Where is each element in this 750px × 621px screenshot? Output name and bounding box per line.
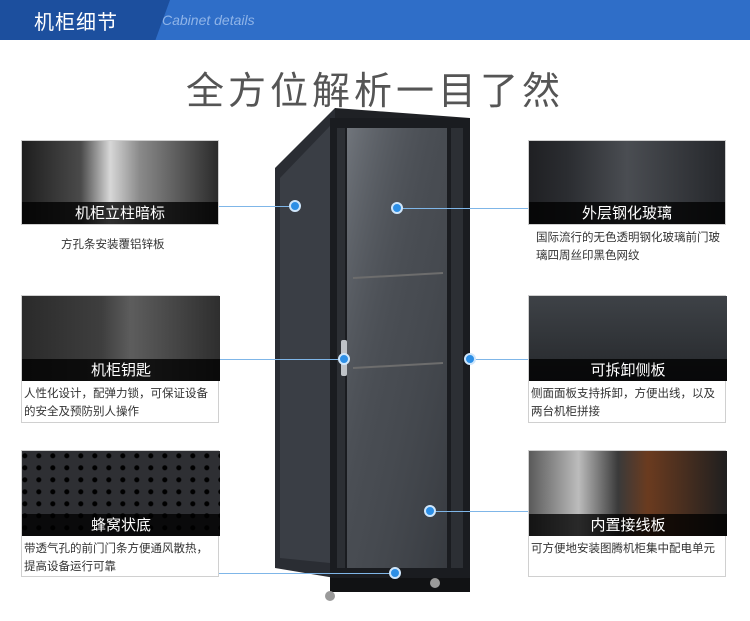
feature-description: 国际流行的无色透明钢化玻璃前门玻璃四周丝印黑色网纹 <box>536 230 720 262</box>
hotspot-dot[interactable] <box>424 505 436 517</box>
feature-photo: 机柜钥匙 <box>22 296 220 381</box>
feature-card: 外层钢化玻璃 国际流行的无色透明钢化玻璃前门玻璃四周丝印黑色网纹 <box>528 140 726 264</box>
hotspot-dot[interactable] <box>289 200 301 212</box>
feature-description: 人性化设计，配弹力锁，可保证设备的安全及预防别人操作 <box>24 386 208 418</box>
feature-description: 方孔条安装覆铝锌板 <box>61 237 165 251</box>
hotspot-dot[interactable] <box>389 567 401 579</box>
feature-caption: 外层钢化玻璃 <box>529 202 725 224</box>
feature-caption: 内置接线板 <box>529 514 727 536</box>
feature-photo: 可拆卸侧板 <box>529 296 727 381</box>
feature-description: 带透气孔的前门门条方便通风散热，提高设备运行可靠 <box>24 541 208 573</box>
feature-description: 可方便地安装图腾机柜集中配电单元 <box>531 541 715 555</box>
connector-line <box>397 208 528 209</box>
feature-card: 蜂窝状底 带透气孔的前门门条方便通风散热，提高设备运行可靠 <box>21 450 220 577</box>
connector-line <box>219 359 344 360</box>
feature-photo: 外层钢化玻璃 <box>528 140 726 225</box>
hotspot-dot[interactable] <box>464 353 476 365</box>
feature-photo: 蜂窝状底 <box>22 451 220 536</box>
hotspot-dot[interactable] <box>338 353 350 365</box>
connector-line <box>219 206 295 207</box>
connector-line <box>219 573 395 574</box>
feature-photo: 内置接线板 <box>529 451 727 536</box>
feature-card: 可拆卸侧板 侧面面板支持拆卸，方便出线，以及两台机柜拼接 <box>528 295 727 423</box>
section-subtitle: Cabinet details <box>162 12 255 28</box>
feature-caption: 蜂窝状底 <box>22 514 220 536</box>
feature-photo: 机柜立柱暗标 <box>21 140 219 225</box>
feature-caption: 可拆卸侧板 <box>529 359 727 381</box>
feature-card: 内置接线板 可方便地安装图腾机柜集中配电单元 <box>528 450 727 577</box>
headline: 全方位解析一目了然 <box>185 69 564 113</box>
connector-line <box>470 359 528 360</box>
connector-line <box>430 511 528 512</box>
feature-card: 机柜立柱暗标 方孔条安装覆铝锌板 <box>21 140 219 253</box>
section-header: 机柜细节 Cabinet details <box>0 0 750 40</box>
hotspot-dot[interactable] <box>391 202 403 214</box>
section-title: 机柜细节 <box>34 10 118 34</box>
feature-card: 机柜钥匙 人性化设计，配弹力锁，可保证设备的安全及预防别人操作 <box>21 295 220 423</box>
feature-caption: 机柜立柱暗标 <box>22 202 218 224</box>
feature-caption: 机柜钥匙 <box>22 359 220 381</box>
feature-description: 侧面面板支持拆卸，方便出线，以及两台机柜拼接 <box>531 386 715 418</box>
cabinet-illustration <box>275 108 470 601</box>
